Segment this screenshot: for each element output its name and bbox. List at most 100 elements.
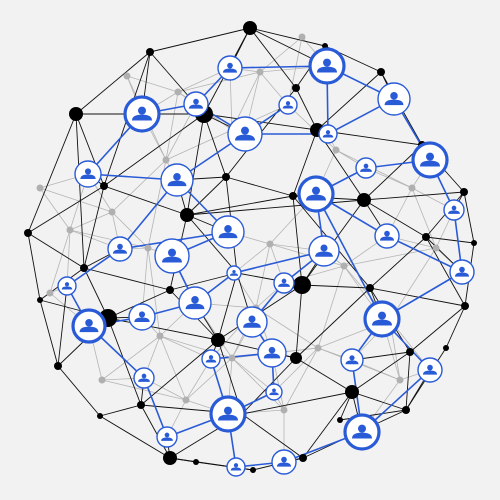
user-profile-icon <box>318 124 338 144</box>
grey-node <box>144 244 152 252</box>
black-connection <box>425 236 475 244</box>
black-connection <box>295 357 353 393</box>
user-profile-icon <box>154 238 190 274</box>
blue-connection <box>386 235 463 273</box>
black-node <box>69 107 83 121</box>
black-node <box>345 385 359 399</box>
grey-node <box>174 88 182 96</box>
grey-connection <box>111 159 167 213</box>
user-profile-icon <box>71 308 107 344</box>
user-profile-icon <box>227 116 263 152</box>
grey-connection <box>69 211 113 231</box>
user-profile-icon <box>265 383 283 401</box>
black-node <box>37 297 43 303</box>
black-connection <box>83 267 171 291</box>
black-connection <box>463 191 475 244</box>
black-connection <box>295 87 318 131</box>
grey-connection <box>159 335 233 359</box>
black-node <box>193 459 199 465</box>
grey-node <box>340 262 348 270</box>
grey-connection <box>177 71 261 93</box>
black-node <box>402 406 410 414</box>
user-profile-icon <box>411 141 449 179</box>
black-node <box>292 84 300 92</box>
user-profile-icon <box>355 157 377 179</box>
black-connection <box>301 284 371 289</box>
black-connection <box>75 51 151 115</box>
user-profile-icon <box>209 395 247 433</box>
grey-connection <box>165 91 179 161</box>
grey-connection <box>287 36 303 106</box>
black-connection <box>405 351 411 411</box>
black-connection <box>57 285 68 367</box>
black-connection <box>302 391 353 459</box>
user-profile-icon <box>278 95 298 115</box>
user-profile-icon <box>156 426 178 448</box>
user-profile-icon <box>57 276 77 296</box>
grey-connection <box>259 36 303 73</box>
black-connection <box>103 113 205 187</box>
black-connection <box>363 199 427 238</box>
user-profile-icon <box>374 223 400 249</box>
user-profile-icon <box>343 413 381 451</box>
black-connection <box>241 391 353 415</box>
grey-connection <box>126 75 179 93</box>
black-node <box>337 417 343 423</box>
grey-connection <box>233 243 271 274</box>
black-node <box>243 21 257 35</box>
black-connection <box>186 176 227 216</box>
grey-node <box>314 344 322 352</box>
black-node <box>163 451 177 465</box>
user-profile-icon <box>201 349 221 369</box>
grey-connection <box>185 357 233 401</box>
grey-connection <box>101 379 187 401</box>
user-profile-icon <box>211 215 245 249</box>
grey-node <box>46 289 54 297</box>
grey-connection <box>231 357 275 393</box>
user-profile-icon <box>133 367 155 389</box>
user-profile-icon <box>178 286 212 320</box>
user-profile-icon <box>183 91 209 117</box>
grey-connection <box>343 247 437 267</box>
grey-connection <box>69 229 149 249</box>
black-connection <box>83 185 105 269</box>
grey-connection <box>101 335 161 381</box>
black-connection <box>445 305 466 349</box>
black-connection <box>225 176 294 197</box>
grey-node <box>396 376 404 384</box>
black-connection <box>186 199 365 216</box>
black-node <box>100 182 108 190</box>
black-connection <box>186 214 238 274</box>
grey-node <box>266 240 274 248</box>
user-profile-icon <box>363 300 401 338</box>
black-node <box>377 68 385 76</box>
user-profile-icon <box>236 306 268 338</box>
black-connection <box>99 404 142 417</box>
grey-node <box>432 244 440 252</box>
black-connection <box>27 232 41 301</box>
black-connection <box>169 272 238 291</box>
user-profile-icon <box>297 175 335 213</box>
user-profile-icon <box>271 449 297 475</box>
black-node <box>137 401 145 409</box>
black-connection <box>217 272 238 341</box>
black-node <box>422 233 430 241</box>
black-connection <box>107 317 219 341</box>
black-connection <box>351 391 407 411</box>
grey-connection <box>317 265 345 349</box>
user-profile-icon <box>449 259 475 285</box>
grey-node <box>162 156 170 164</box>
grey-node <box>66 226 74 234</box>
grey-connection <box>147 247 161 337</box>
black-connection <box>292 129 318 197</box>
grey-connection <box>49 229 71 294</box>
grey-node <box>332 146 340 154</box>
black-connection <box>27 113 77 234</box>
user-profile-icon <box>217 55 243 81</box>
black-connection <box>103 185 188 216</box>
black-node <box>250 467 256 473</box>
black-connection <box>27 232 85 269</box>
user-profile-icon <box>226 457 246 477</box>
black-node <box>166 286 174 294</box>
black-connection <box>363 191 465 201</box>
